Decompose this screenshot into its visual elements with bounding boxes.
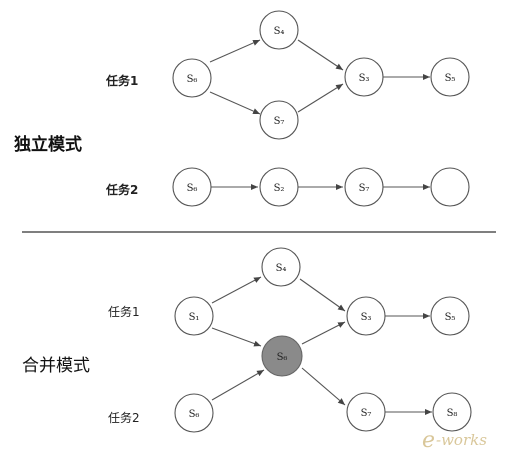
bottom-node-task2-next: S₇ [346, 392, 386, 432]
svg-text:S₆: S₆ [277, 352, 288, 363]
svg-text:S₈: S₈ [447, 408, 458, 419]
bottom-node-end: S₅ [430, 296, 470, 336]
bottom-node-branch-upper: S₄ [261, 247, 301, 287]
svg-text:S₃: S₃ [361, 312, 372, 323]
edge-t1-start-to-upper [209, 39, 261, 63]
svg-text:S₇: S₇ [361, 408, 372, 419]
svg-text:S₃: S₃ [359, 73, 370, 84]
bottom-task1-label: 任务1 [108, 304, 140, 319]
svg-text:S₄: S₄ [276, 263, 287, 274]
svg-text:S₁: S₁ [189, 312, 200, 323]
edge-m-upper-to-join [299, 278, 346, 312]
top-node-task2-start: S₆ [172, 167, 212, 207]
watermark-e: e [422, 428, 435, 453]
edge-m-shared-to-t2-next [301, 367, 346, 406]
svg-text:S₇: S₇ [274, 116, 285, 127]
eworks-watermark: e -works [422, 428, 487, 453]
top-node-end: S₅ [430, 57, 470, 97]
edge-t1-lower-to-join [297, 83, 344, 113]
edge-t1-start-to-lower [209, 91, 261, 115]
svg-text:S₆: S₆ [187, 74, 198, 85]
svg-text:S₆: S₆ [189, 409, 200, 420]
top-node-task2-end [430, 167, 470, 207]
edge-t1-upper-to-join [297, 39, 344, 71]
top-node-branch-upper: S₄ [259, 10, 299, 50]
edge-m-shared-to-join [301, 321, 346, 345]
top-task2-label: 任务2 [105, 182, 138, 197]
bottom-node-task2-end: S₈ [432, 392, 472, 432]
top-node-branch-lower: S₇ [259, 100, 299, 140]
top-node-task2-mid: S₂ [259, 167, 299, 207]
top-node-task1-start: S₆ [172, 58, 212, 98]
svg-text:S₄: S₄ [274, 26, 285, 37]
independent-mode-label: 独立模式 [14, 134, 82, 155]
svg-text:S₅: S₅ [445, 73, 456, 84]
edge-m-t2-start-to-shared [211, 369, 265, 401]
svg-text:S₅: S₅ [445, 312, 456, 323]
svg-text:S₇: S₇ [359, 183, 370, 194]
svg-text:S₆: S₆ [187, 183, 198, 194]
edge-m-t1-start-to-shared [211, 327, 262, 347]
bottom-node-task1-start: S₁ [174, 296, 214, 336]
bottom-node-task2-start: S₆ [174, 393, 214, 433]
watermark-text: -works [436, 431, 487, 449]
bottom-node-shared: S₆ [261, 335, 303, 377]
top-node-task2-next: S₇ [344, 167, 384, 207]
svg-text:S₂: S₂ [274, 183, 285, 194]
top-task1-label: 任务1 [105, 73, 138, 88]
bottom-task2-label: 任务2 [108, 410, 140, 425]
bottom-node-join: S₃ [346, 296, 386, 336]
edge-m-t1-start-to-upper [211, 276, 262, 304]
top-node-join: S₃ [344, 57, 384, 97]
merged-mode-label: 合并模式 [22, 356, 90, 376]
